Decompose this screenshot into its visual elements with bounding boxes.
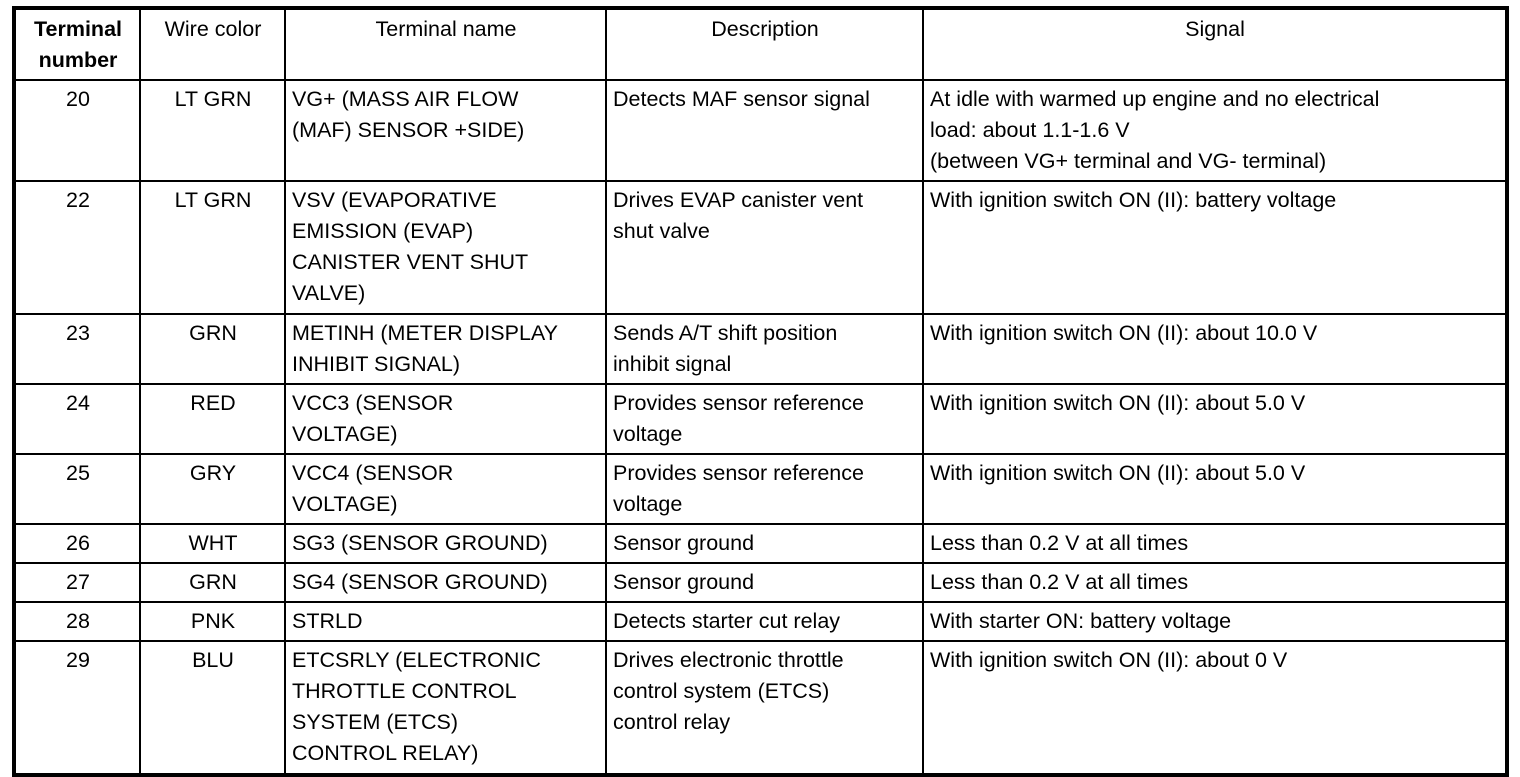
cell-signal: With ignition switch ON (II): about 10.0… [922, 313, 1508, 385]
cell-terminal_name: ETCSRLY (ELECTRONIC THROTTLE CONTROL SYS… [284, 640, 607, 776]
terminal-table-container: Terminal number Wire color Terminal name… [12, 6, 1509, 777]
cell-description: Drives EVAP canister vent shut valve [605, 180, 924, 315]
cell-terminal_name: VCC4 (SENSOR VOLTAGE) [284, 453, 607, 525]
cell-terminal_number: 23 [13, 313, 141, 385]
table-header: Terminal number Wire color Terminal name… [13, 7, 1508, 81]
cell-terminal_name: SG3 (SENSOR GROUND) [284, 523, 607, 564]
cell-signal: With starter ON: battery voltage [922, 601, 1508, 642]
cell-terminal_number: 20 [13, 79, 141, 182]
cell-wire_color: GRN [139, 562, 286, 603]
cell-terminal_name: STRLD [284, 601, 607, 642]
cell-signal: At idle with warmed up engine and no ele… [922, 79, 1508, 182]
cell-wire_color: GRY [139, 453, 286, 525]
cell-description: Sends A/T shift position inhibit signal [605, 313, 924, 385]
cell-terminal_number: 29 [13, 640, 141, 776]
cell-wire_color: BLU [139, 640, 286, 776]
cell-terminal_name: VCC3 (SENSOR VOLTAGE) [284, 383, 607, 455]
cell-wire_color: RED [139, 383, 286, 455]
cell-wire_color: GRN [139, 313, 286, 385]
cell-description: Detects MAF sensor signal [605, 79, 924, 182]
column-header-terminal-name: Terminal name [284, 7, 607, 81]
cell-terminal_name: VG+ (MASS AIR FLOW (MAF) SENSOR +SIDE) [284, 79, 607, 182]
cell-description: Drives electronic throttle control syste… [605, 640, 924, 776]
column-header-wire-color: Wire color [139, 7, 286, 81]
cell-wire_color: WHT [139, 523, 286, 564]
cell-description: Sensor ground [605, 562, 924, 603]
cell-description: Detects starter cut relay [605, 601, 924, 642]
ecm-terminal-table: Terminal number Wire color Terminal name… [12, 6, 1509, 777]
cell-terminal_number: 25 [13, 453, 141, 525]
column-header-signal: Signal [922, 7, 1508, 81]
cell-terminal_name: METINH (METER DISPLAY INHIBIT SIGNAL) [284, 313, 607, 385]
column-header-description: Description [605, 7, 924, 81]
cell-signal: With ignition switch ON (II): battery vo… [922, 180, 1508, 315]
cell-terminal_number: 27 [13, 562, 141, 603]
cell-signal: Less than 0.2 V at all times [922, 562, 1508, 603]
cell-description: Provides sensor reference voltage [605, 453, 924, 525]
table-header-row: Terminal number Wire color Terminal name… [13, 7, 1508, 81]
cell-signal: With ignition switch ON (II): about 0 V [922, 640, 1508, 776]
cell-terminal_name: SG4 (SENSOR GROUND) [284, 562, 607, 603]
cell-wire_color: LT GRN [139, 180, 286, 315]
cell-signal: Less than 0.2 V at all times [922, 523, 1508, 564]
cell-description: Sensor ground [605, 523, 924, 564]
cell-terminal_number: 24 [13, 383, 141, 455]
cell-wire_color: PNK [139, 601, 286, 642]
cell-wire_color: LT GRN [139, 79, 286, 182]
cell-signal: With ignition switch ON (II): about 5.0 … [922, 453, 1508, 525]
cell-description: Provides sensor reference voltage [605, 383, 924, 455]
cell-terminal_number: 28 [13, 601, 141, 642]
cell-terminal_number: 26 [13, 523, 141, 564]
cell-terminal_name: VSV (EVAPORATIVE EMISSION (EVAP) CANISTE… [284, 180, 607, 315]
column-header-terminal-number: Terminal number [13, 7, 141, 81]
cell-signal: With ignition switch ON (II): about 5.0 … [922, 383, 1508, 455]
cell-terminal_number: 22 [13, 180, 141, 315]
